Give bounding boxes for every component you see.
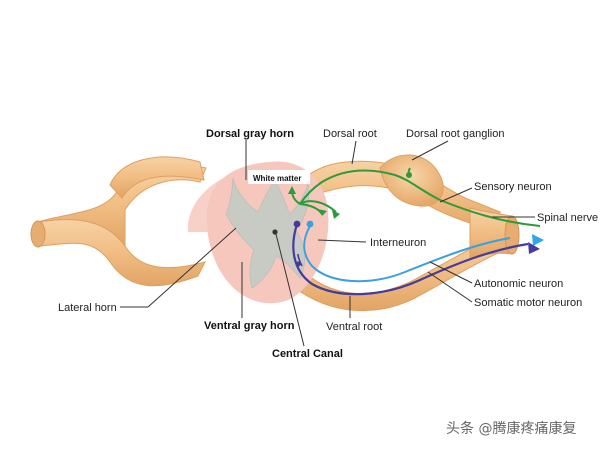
label-lateral-horn: Lateral horn bbox=[58, 302, 117, 314]
label-ventral-gray-horn: Ventral gray horn bbox=[204, 320, 295, 332]
label-autonomic-neuron: Autonomic neuron bbox=[474, 278, 563, 290]
white-matter-box bbox=[248, 170, 310, 184]
label-dorsal-root: Dorsal root bbox=[323, 128, 377, 140]
label-sensory-neuron: Sensory neuron bbox=[474, 181, 552, 193]
somatic-motor-path bbox=[292, 223, 529, 296]
somatic-arrowhead bbox=[528, 242, 540, 254]
label-central-canal: Central Canal bbox=[272, 348, 343, 360]
left-spinal-nerve bbox=[30, 156, 207, 287]
label-dorsal-root-ganglion: Dorsal root ganglion bbox=[406, 128, 504, 140]
label-interneuron: Interneuron bbox=[370, 237, 426, 249]
watermark: 头条 @腾康疼痛康复 bbox=[446, 420, 576, 437]
label-somatic-motor-neuron: Somatic motor neuron bbox=[474, 297, 582, 309]
label-spinal-nerve: Spinal nerve bbox=[537, 212, 598, 224]
central-canal-dot bbox=[272, 229, 278, 235]
label-dorsal-gray-horn: Dorsal gray horn bbox=[206, 128, 294, 140]
interneuron-arrowhead bbox=[532, 234, 544, 246]
leader-lines bbox=[120, 140, 535, 347]
interneuron-path bbox=[303, 225, 511, 283]
label-white-matter: White matter bbox=[253, 174, 301, 183]
label-ventral-root: Ventral root bbox=[326, 321, 382, 333]
